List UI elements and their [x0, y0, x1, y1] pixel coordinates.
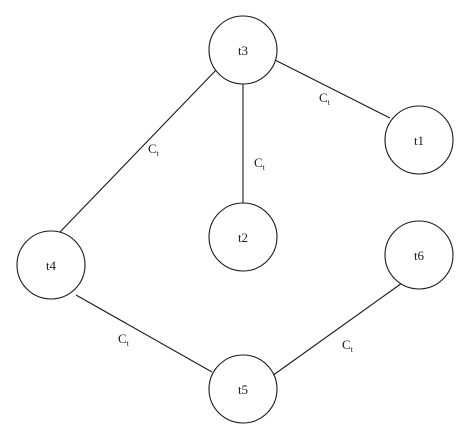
node-label-t3: t3 [238, 43, 248, 58]
node-circle-t3 [208, 15, 278, 85]
node-circle-t1 [384, 105, 454, 175]
node-label-t6: t6 [414, 248, 425, 263]
node-t2: t2 [208, 202, 278, 272]
node-t4: t4 [16, 230, 86, 300]
node-circle-t5 [208, 354, 278, 424]
edge-label-t3-t2: Ct [254, 155, 266, 172]
node-t1: t1 [384, 105, 454, 175]
node-label-t4: t4 [46, 258, 57, 273]
node-label-t1: t1 [414, 133, 424, 148]
nodes-group: t3 t1 t2 t4 t5 t6 [16, 15, 454, 424]
node-circle-t2 [208, 202, 278, 272]
node-t5: t5 [208, 354, 278, 424]
node-circle-t6 [384, 220, 454, 290]
node-label-t5: t5 [238, 382, 248, 397]
edge-label-t3-t1: Ct [319, 90, 331, 107]
edge-t3-t4 [59, 67, 219, 233]
edge-label-t4-t5: Ct [118, 331, 130, 348]
node-label-t2: t2 [238, 230, 248, 245]
edge-t4-t5 [75, 294, 213, 373]
edge-label-t5-t6: Ct [342, 337, 354, 354]
node-t6: t6 [384, 220, 454, 290]
edge-label-t3-t4: Ct [148, 141, 160, 158]
edge-t3-t1 [272, 58, 391, 119]
node-t3: t3 [208, 15, 278, 85]
node-circle-t4 [16, 230, 86, 300]
edges-group [59, 58, 403, 377]
edge-t5-t6 [271, 282, 403, 377]
edge-labels-group: Ct Ct Ct Ct Ct [118, 90, 354, 354]
